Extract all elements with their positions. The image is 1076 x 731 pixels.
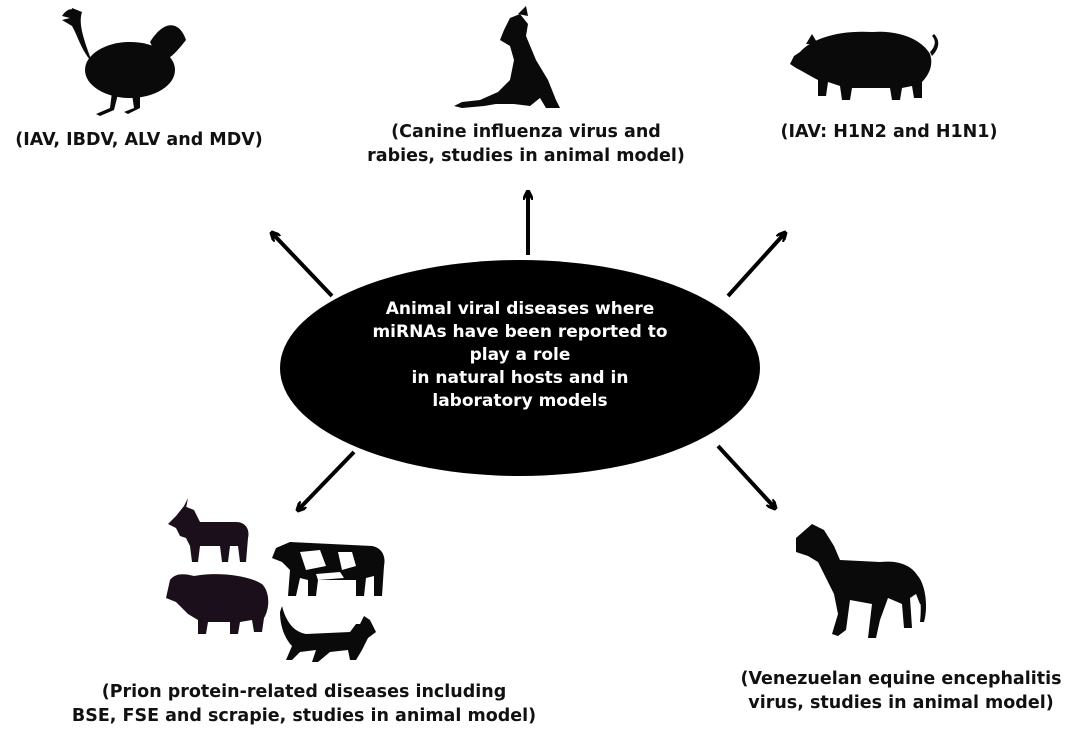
arrow-to-poultry xyxy=(272,233,334,298)
sheep-icon xyxy=(166,574,269,634)
arrow-to-horse xyxy=(716,444,775,508)
arrow-to-pig xyxy=(726,233,785,298)
poultry-label: (IAV, IBDV, ALV and MDV) xyxy=(15,130,263,150)
cow-icon xyxy=(272,542,385,596)
center-ellipse xyxy=(280,260,760,476)
pig-label: (IAV: H1N2 and H1N1) xyxy=(780,122,998,142)
chicken-icon xyxy=(62,8,186,116)
dog-icon xyxy=(454,6,560,108)
horse-icon xyxy=(796,524,926,638)
center-label: Animal viral diseases where miRNAs have … xyxy=(372,299,668,411)
arrow-to-prion xyxy=(298,450,356,510)
cat-icon xyxy=(280,606,376,662)
horse-label: (Venezuelan equine encephalitis virus, s… xyxy=(740,669,1062,713)
goat-icon xyxy=(168,498,249,562)
pig-icon xyxy=(790,31,939,100)
prion-label: (Prion protein-related diseases includin… xyxy=(71,682,537,726)
dog-label: (Canine influenza virus and rabies, stud… xyxy=(367,122,685,166)
